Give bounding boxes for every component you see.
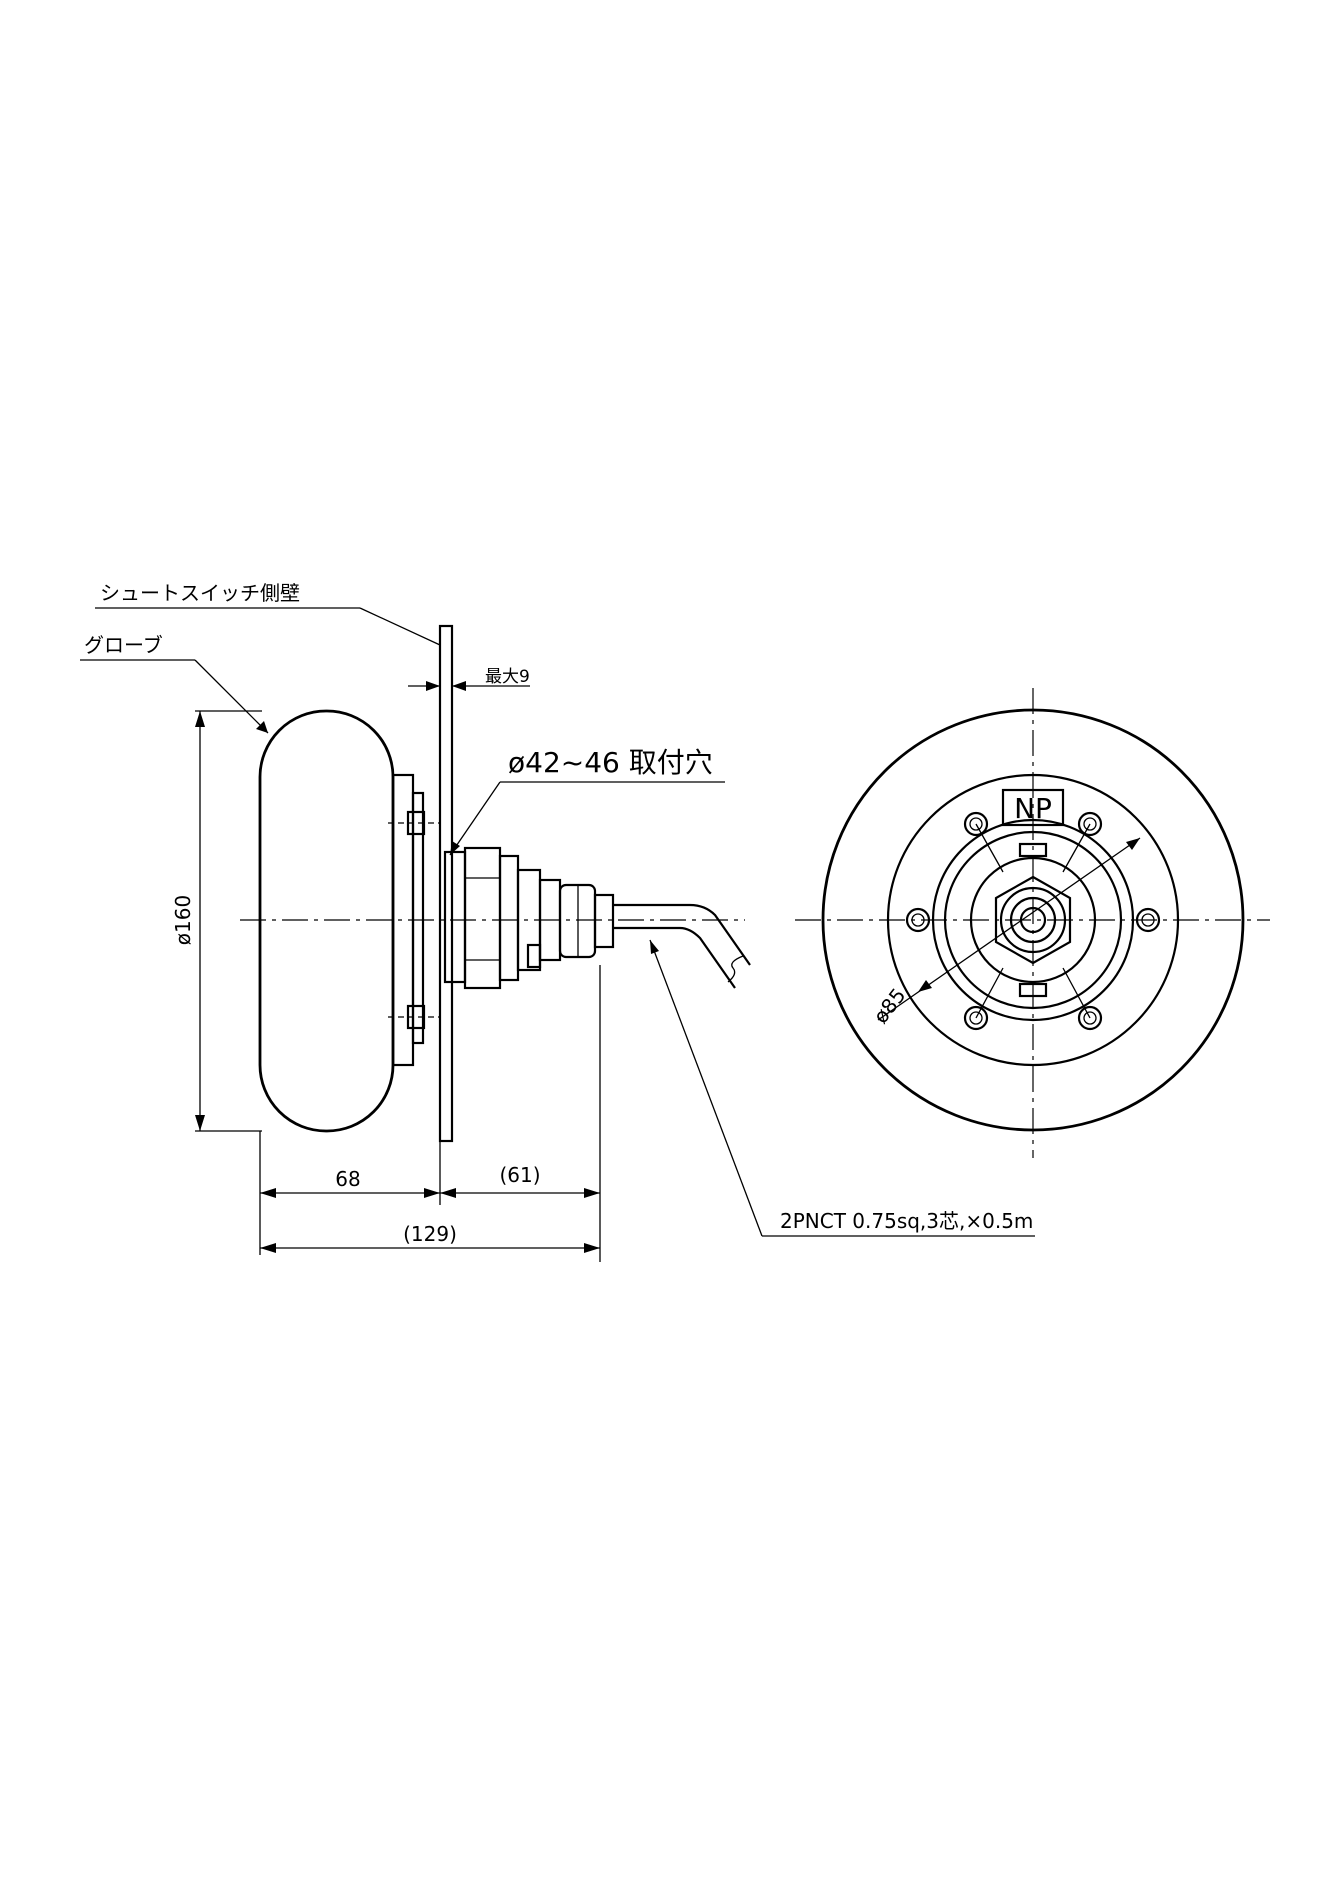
dim-total-depth-text: (129): [403, 1222, 457, 1246]
radial-tl: [975, 823, 1004, 873]
max-thickness-text: 最大9: [485, 667, 530, 687]
screw-bottom-left: [963, 1005, 989, 1031]
radial-tr: [1062, 823, 1091, 873]
screw-right: [1135, 907, 1161, 933]
leader-chute-wall: シュートスイッチ側壁: [95, 581, 441, 646]
gland-inner: [1009, 896, 1057, 944]
notch-bottom: [1018, 982, 1048, 998]
base-plate-step: [411, 791, 425, 1045]
leader-mount-hole: ø42~46 取付穴: [449, 746, 725, 856]
dim-pcd-text: ø85: [868, 983, 910, 1027]
dim-globe-diameter: ø160: [171, 710, 262, 1132]
gland-circle: [999, 886, 1067, 954]
leader-cable: 2PNCT 0.75sq,3芯,×0.5m: [649, 939, 1035, 1237]
cable-bottom-edge: [613, 926, 736, 989]
globe-outline: [821, 708, 1245, 1132]
notch-top: [1018, 842, 1048, 858]
dim-depth-rear-text: (61): [499, 1163, 540, 1187]
inner-ring-outer: [931, 818, 1135, 1022]
cable-spec-label: 2PNCT 0.75sq,3芯,×0.5m: [780, 1209, 1033, 1233]
radial-br: [1062, 967, 1091, 1019]
screw-top-left: [963, 811, 989, 837]
screw-left: [905, 907, 931, 933]
cable-break-mark: [727, 955, 744, 983]
dim-total-depth: (129): [260, 1222, 600, 1253]
gland-tab: [526, 943, 542, 969]
mount-hole-label: ø42~46 取付穴: [508, 746, 713, 779]
dim-pcd: ø85: [868, 837, 1141, 1028]
nut-outer: [969, 856, 1097, 984]
side-view: ø160 68 (61) (129) 最大9: [80, 581, 1035, 1262]
chute-wall-label: シュートスイッチ側壁: [100, 581, 300, 605]
screw-group: [905, 811, 1161, 1031]
cable-gland-end: [593, 893, 615, 949]
front-view: NP ø85: [795, 688, 1270, 1158]
screw-top-right: [1077, 811, 1103, 837]
dim-globe-diameter-text: ø160: [171, 895, 195, 945]
cable-top-edge: [613, 903, 751, 966]
base-plate-outline: [886, 773, 1180, 1067]
dim-depth-front-text: 68: [335, 1167, 360, 1191]
np-plate: [1001, 788, 1065, 827]
globe-label: グローブ: [84, 633, 163, 657]
nut-hexagon: [994, 875, 1072, 965]
globe-body: [258, 709, 395, 1133]
chute-wall: [438, 624, 454, 1143]
gland-nut-1: [463, 846, 502, 990]
dim-depths: 68 (61): [259, 965, 601, 1262]
inner-ring-inner: [943, 830, 1123, 1010]
gland-nut-2: [498, 854, 520, 982]
dim-max-thickness: 最大9: [408, 667, 530, 691]
screw-bottom-right: [1077, 1005, 1103, 1031]
np-plate-text: NP: [1014, 792, 1052, 825]
leader-globe: グローブ: [80, 633, 269, 734]
radial-bl: [975, 967, 1004, 1019]
gland-flange: [443, 850, 467, 984]
